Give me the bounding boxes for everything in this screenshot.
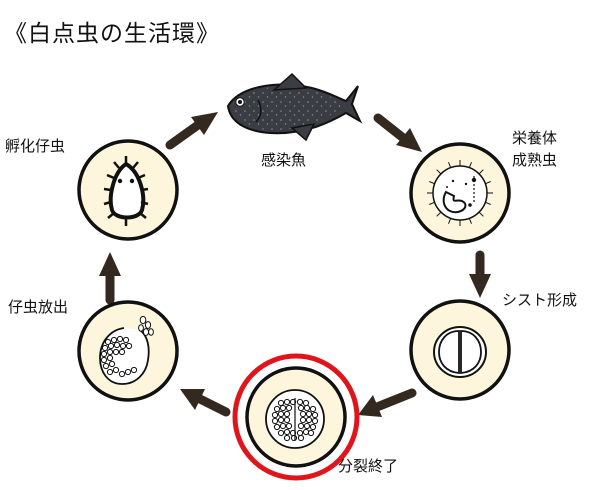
arrow-fish-to-trophont: [373, 113, 422, 152]
arrow-division-to-release: [180, 389, 231, 417]
arrow-cyst-to-division: [358, 388, 417, 417]
label-division: 分裂終了: [338, 457, 399, 475]
label-trophont-line1: 栄養体: [512, 129, 558, 147]
highlight-ring: [232, 353, 360, 481]
label-infected-fish: 感染魚: [261, 151, 307, 169]
label-hatch: 孵化仔虫: [5, 137, 66, 155]
cycle-arrows: [99, 112, 491, 417]
infected-fish: [226, 72, 363, 142]
cyst-circle: [409, 299, 511, 401]
arrow-release-to-hatch: [99, 252, 121, 305]
label-cyst: シスト形成: [502, 291, 578, 309]
trophont-circle: [409, 142, 511, 244]
division-circle: [232, 353, 360, 481]
arrow-trophont-to-cyst: [469, 250, 491, 298]
hatch-circle: [77, 139, 179, 241]
arrow-hatch-to-fish: [165, 112, 218, 150]
diagram-title: 《白点虫の生活環》: [4, 21, 220, 47]
release-circle: [77, 300, 179, 402]
label-release: 仔虫放出: [8, 298, 69, 316]
label-trophont-line2: 成熟虫: [512, 151, 558, 169]
